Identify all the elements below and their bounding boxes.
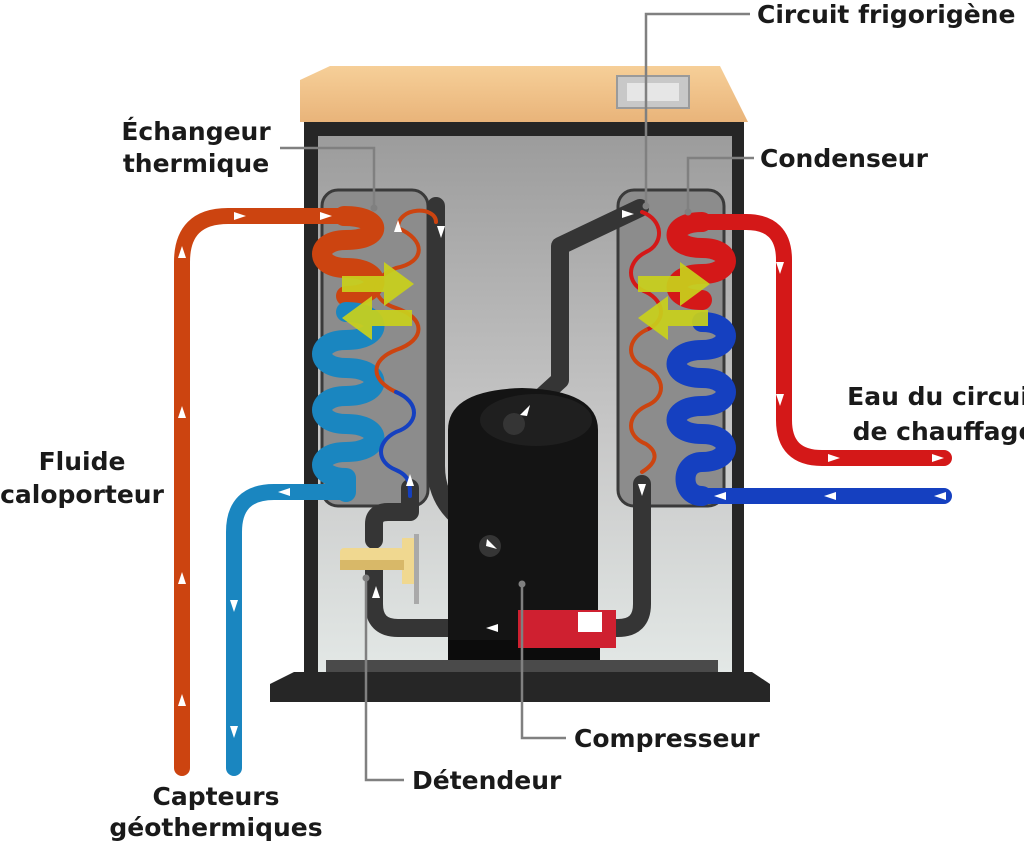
filter-drier — [518, 610, 616, 648]
flow-arrow — [320, 212, 332, 220]
leader-lines — [280, 12, 754, 782]
ground-loop-cold-pipe — [226, 484, 354, 776]
flow-arrow — [638, 484, 646, 496]
flow-arrow — [776, 394, 784, 406]
heating-hot-pipe — [692, 214, 952, 466]
flow-arrow — [406, 474, 414, 486]
flow-arrow — [622, 210, 634, 218]
compressor-cap — [480, 394, 592, 446]
filter-drier-window — [578, 612, 602, 632]
flow-arrows — [178, 210, 946, 738]
label-detendeur: Détendeur — [412, 766, 562, 795]
flow-arrow — [828, 454, 840, 462]
flow-arrow — [278, 488, 290, 496]
flow-arrow — [178, 572, 186, 584]
label-fluide-line2: caloporteur — [0, 480, 165, 509]
flow-arrow — [932, 454, 944, 462]
flow-arrow — [437, 226, 445, 238]
flow-arrow — [776, 262, 784, 274]
leader-compresseur — [520, 584, 566, 740]
leader-circuit-frigorigene — [644, 12, 750, 206]
label-eau-line1: Eau du circuit — [847, 382, 1024, 411]
compressor-body — [448, 388, 598, 640]
leader-dot — [684, 208, 692, 216]
ground-loop-hot-pipe — [174, 208, 354, 776]
echangeur-arrow-left — [342, 296, 412, 340]
refrigerant-pipe-valve-to-exchanger — [365, 479, 419, 549]
condenseur-arrow-left — [638, 296, 708, 340]
label-circuit-frigorigene: Circuit frigorigène — [757, 0, 1015, 29]
label-fluide-line1: Fluide — [39, 447, 126, 476]
flow-arrow — [178, 246, 186, 258]
label-capteurs-line2: géothermiques — [109, 813, 322, 842]
control-panel-screen — [627, 83, 679, 101]
flow-arrow — [178, 694, 186, 706]
flow-arrow — [520, 405, 530, 416]
flow-arrow — [178, 406, 186, 418]
refrigerant-pipe-filter-to-valve — [365, 553, 529, 637]
echangeur-arrow-right — [342, 262, 414, 306]
flow-arrow — [230, 726, 238, 738]
heating-circuit — [692, 214, 952, 504]
flow-arrow — [714, 492, 726, 500]
flow-arrow — [486, 624, 498, 632]
refrigerant-pipe-condenser-to-filter — [511, 475, 651, 637]
refrigerant-coil-left-hot — [374, 208, 438, 394]
valve-head — [402, 538, 414, 584]
flow-arrow — [372, 586, 380, 598]
leader-condenseur — [686, 156, 754, 212]
condenseur-arrow-right — [638, 262, 710, 306]
valve-body-shade — [340, 560, 404, 570]
label-echangeur-line2: thermique — [123, 149, 269, 178]
flow-arrow — [486, 539, 497, 549]
expansion-valve — [340, 534, 419, 604]
heating-coil-cold — [666, 312, 736, 506]
label-condenseur: Condenseur — [760, 144, 929, 173]
label-compresseur: Compresseur — [574, 724, 760, 753]
leader-dot — [642, 202, 650, 210]
ground-loop — [174, 208, 354, 776]
cabinet-base — [270, 672, 770, 702]
compressor-port-top — [503, 413, 525, 435]
heat-transfer-arrows — [342, 262, 710, 340]
flow-arrow — [824, 492, 836, 500]
label-capteurs-line1: Capteurs — [152, 782, 279, 811]
leader-dot — [370, 204, 378, 212]
leader-dot — [362, 574, 370, 582]
valve-plate — [414, 534, 419, 604]
flow-arrow — [230, 600, 238, 612]
refrigerant-coil-right-orange — [629, 328, 663, 474]
leader-detendeur — [364, 578, 404, 782]
leader-dot — [518, 580, 526, 588]
leader-echangeur — [280, 146, 376, 208]
flow-arrow — [934, 492, 946, 500]
label-eau-line2: de chauffage — [853, 417, 1024, 446]
flow-arrow — [234, 212, 246, 220]
ground-coil-cold — [312, 302, 385, 502]
label-echangeur-line1: Échangeur — [121, 117, 271, 146]
flow-arrow — [394, 220, 402, 232]
